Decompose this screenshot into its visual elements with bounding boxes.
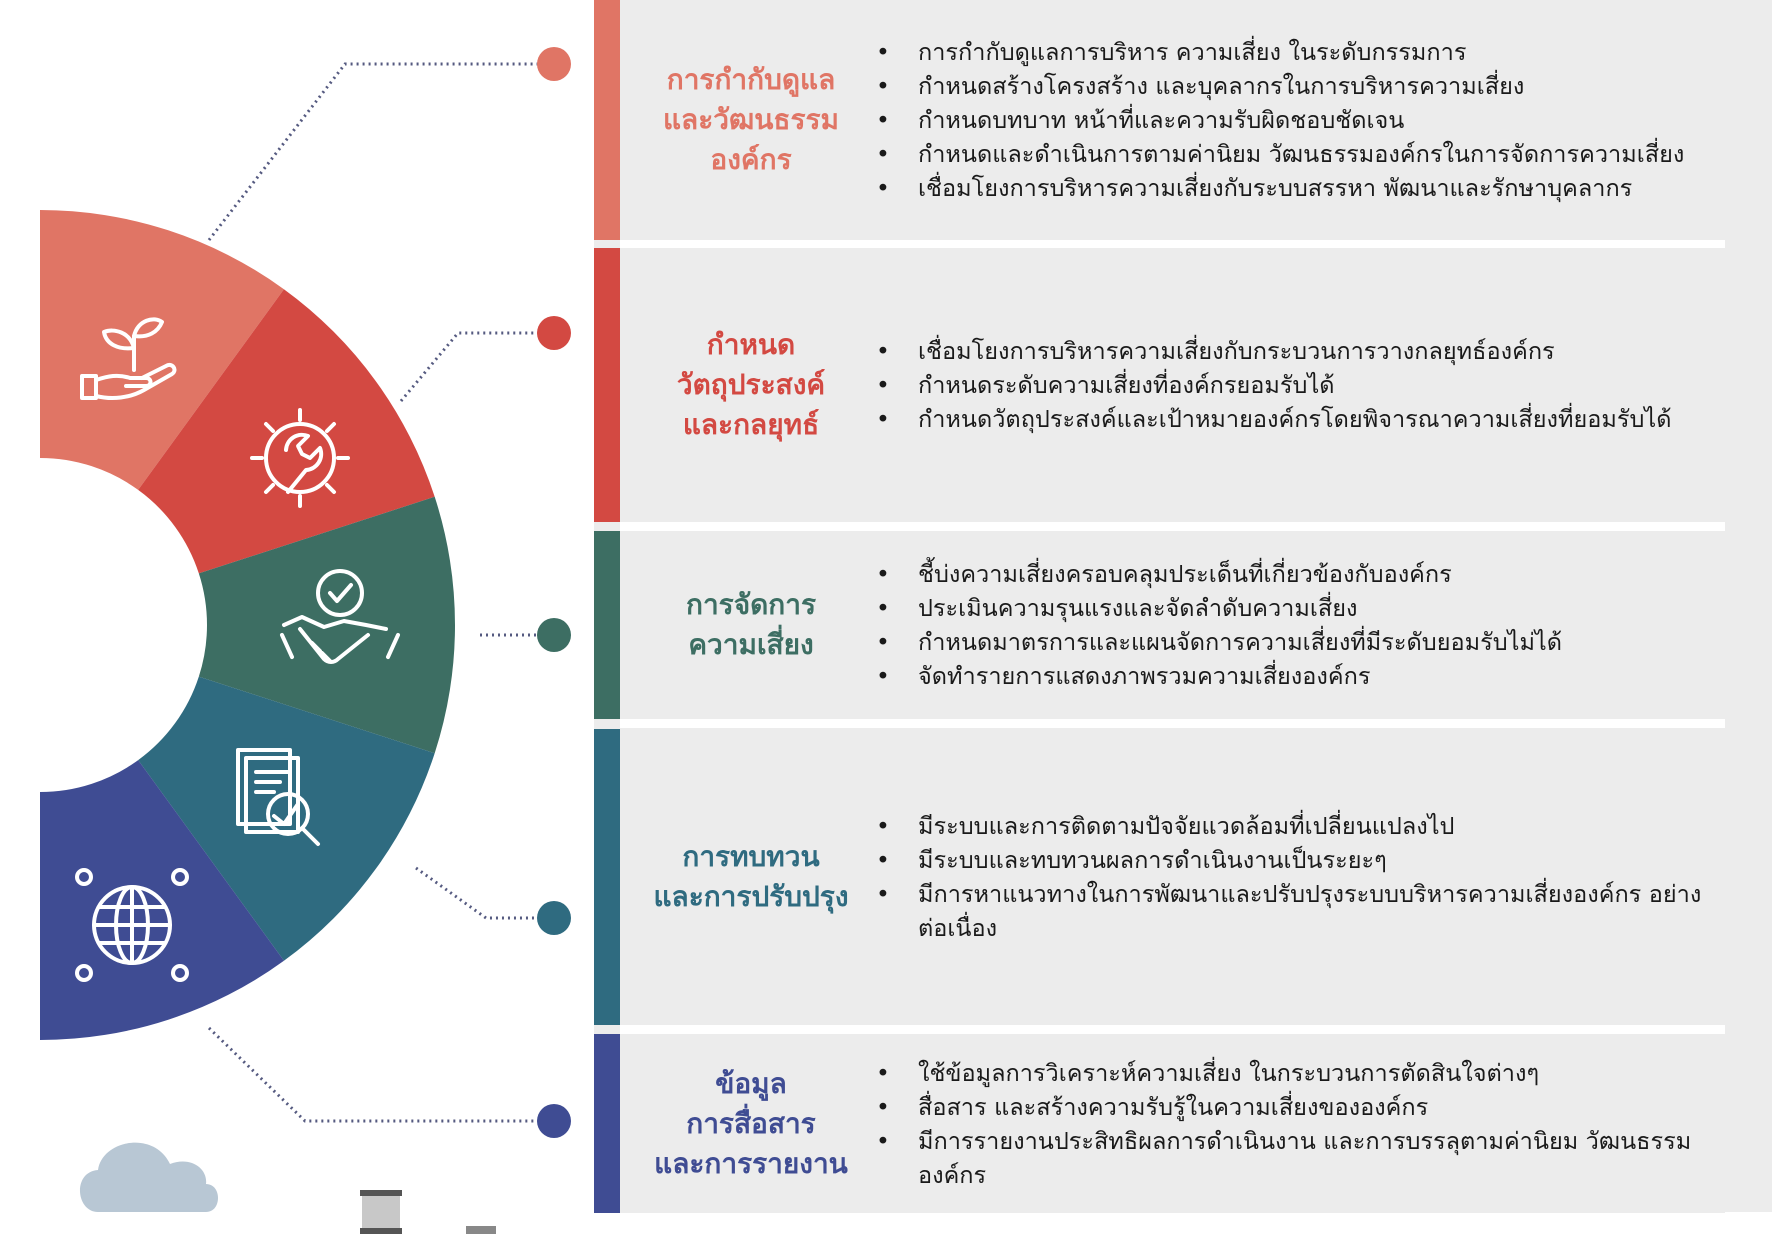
connector-line-governance-culture	[207, 62, 554, 241]
panel-divider	[620, 719, 1725, 728]
panel-color-stripe	[594, 0, 620, 240]
connector-line-information-communication	[207, 1026, 554, 1123]
bullet-item: มีการรายงานประสิทธิผลการดำเนินงาน และการ…	[876, 1124, 1711, 1192]
panel-bullet-list: มีระบบและการติดตามปัจจัยแวดล้อมที่เปลี่ย…	[876, 809, 1711, 945]
panel-title-line: องค์กร	[710, 143, 792, 176]
bullet-item: การกำกับดูแลการบริหาร ความเสี่ยง ในระดับ…	[876, 35, 1711, 69]
hand-plant-icon	[80, 317, 177, 400]
cloud-decoration	[79, 1142, 218, 1212]
panel-divider	[620, 1025, 1725, 1034]
bullet-item: กำหนดและดำเนินการตามค่านิยม วัฒนธรรมองค์…	[876, 137, 1711, 171]
connector-dot-risk-management	[537, 618, 571, 652]
panel-title-line: การจัดการ	[685, 588, 817, 621]
bullet-item: ประเมินความรุนแรงและจัดลำดับความเสี่ยง	[876, 591, 1711, 625]
bullet-item: มีการหาแนวทางในการพัฒนาและปรับปรุงระบบบร…	[876, 877, 1711, 945]
connector-dot-governance-culture	[537, 47, 571, 81]
wheel-segment-strategy-objectives	[138, 289, 435, 574]
panel-bullet-list: การกำกับดูแลการบริหาร ความเสี่ยง ในระดับ…	[876, 35, 1711, 205]
pillar-decoration	[360, 1190, 496, 1234]
panel-risk-management: การจัดการความเสี่ยง ชี้บ่งความเสี่ยงครอบค…	[594, 531, 1725, 719]
risk-framework-wheel	[40, 47, 571, 1234]
panel-strategy-objectives: กำหนดวัตถุประสงค์และกลยุทธ์ เชื่อมโยงการบ…	[594, 248, 1725, 522]
bullet-item: สื่อสาร และสร้างความรับรู้ในความเสี่ยงขอ…	[876, 1090, 1711, 1124]
gear-wrench-icon	[250, 408, 350, 508]
panel-governance-culture: การกำกับดูแลและวัฒนธรรมองค์กรการกำกับดูแ…	[594, 0, 1725, 240]
connector-dot-strategy-objectives	[537, 316, 571, 350]
bullet-item: ชี้บ่งความเสี่ยงครอบคลุมประเด็นที่เกี่ยว…	[876, 557, 1711, 591]
panel-title-line: กำหนด	[706, 328, 796, 361]
connector-line-review-improvement	[415, 866, 554, 920]
panel-title-line: และการรายงาน	[654, 1146, 848, 1180]
panel-title: การกำกับดูแลและวัฒนธรรมองค์กร	[640, 60, 862, 180]
connector-line-strategy-objectives	[399, 331, 554, 402]
panel-color-stripe	[594, 1034, 620, 1213]
bullet-item: กำหนดมาตรการและแผนจัดการความเสี่ยงที่มีร…	[876, 625, 1711, 659]
panel-title-line: ความเสี่ยง	[688, 628, 814, 661]
panel-bullet-list: ใช้ข้อมูลการวิเคราะห์ความเสี่ยง ในกระบวน…	[876, 1056, 1711, 1192]
panel-divider	[620, 522, 1725, 531]
bullet-item: เชื่อมโยงการบริหารความเสี่ยงกับกระบวนการ…	[876, 334, 1711, 368]
bullet-item: มีระบบและทบทวนผลการดำเนินงานเป็นระยะๆ	[876, 843, 1711, 877]
panel-title-line: ข้อมูล	[715, 1066, 787, 1100]
panel-color-stripe	[594, 248, 620, 522]
panel-title-line: และวัฒนธรรม	[662, 103, 840, 136]
panel-title-line: การทบทวน	[682, 840, 820, 873]
document-search-icon	[236, 748, 320, 846]
bullet-item: มีระบบและการติดตามปัจจัยแวดล้อมที่เปลี่ย…	[876, 809, 1711, 843]
panel-title: การจัดการความเสี่ยง	[640, 585, 862, 665]
handshake-check-icon	[280, 569, 400, 664]
panel-title-line: วัตถุประสงค์	[676, 368, 826, 401]
panel-title: ข้อมูลการสื่อสารและการรายงาน	[640, 1064, 862, 1184]
connector-dot-review-improvement	[537, 901, 571, 935]
connector-dot-information-communication	[537, 1104, 571, 1138]
bullet-item: ใช้ข้อมูลการวิเคราะห์ความเสี่ยง ในกระบวน…	[876, 1056, 1711, 1090]
globe-network-icon	[75, 868, 189, 982]
panel-title: กำหนดวัตถุประสงค์และกลยุทธ์	[640, 325, 862, 445]
panel-bullet-list: เชื่อมโยงการบริหารความเสี่ยงกับกระบวนการ…	[876, 334, 1711, 436]
bullet-item: กำหนดบทบาท หน้าที่และความรับผิดชอบชัดเจน	[876, 103, 1711, 137]
panel-bullet-list: ชี้บ่งความเสี่ยงครอบคลุมประเด็นที่เกี่ยว…	[876, 557, 1711, 693]
panel-divider	[620, 240, 1725, 249]
panel-title-line: และกลยุทธ์	[682, 408, 820, 441]
panel-color-stripe	[594, 729, 620, 1025]
panel-title: การทบทวนและการปรับปรุง	[640, 837, 862, 917]
bullet-item: เชื่อมโยงการบริหารความเสี่ยงกับระบบสรรหา…	[876, 171, 1711, 205]
bullet-item: จัดทำรายการแสดงภาพรวมความเสี่ยงองค์กร	[876, 659, 1711, 693]
panel-color-stripe	[594, 531, 620, 719]
wheel-segment-governance-culture	[40, 210, 284, 490]
panel-title-line: การสื่อสาร	[686, 1106, 816, 1140]
bullet-item: กำหนดสร้างโครงสร้าง และบุคลากรในการบริหา…	[876, 69, 1711, 103]
bullet-item: กำหนดระดับความเสี่ยงที่องค์กรยอมรับได้	[876, 368, 1711, 402]
bullet-item: กำหนดวัตถุประสงค์และเป้าหมายองค์กรโดยพิจ…	[876, 402, 1711, 436]
panel-title-line: การกำกับดูแล	[666, 63, 836, 96]
panel-title-line: และการปรับปรุง	[653, 880, 849, 913]
